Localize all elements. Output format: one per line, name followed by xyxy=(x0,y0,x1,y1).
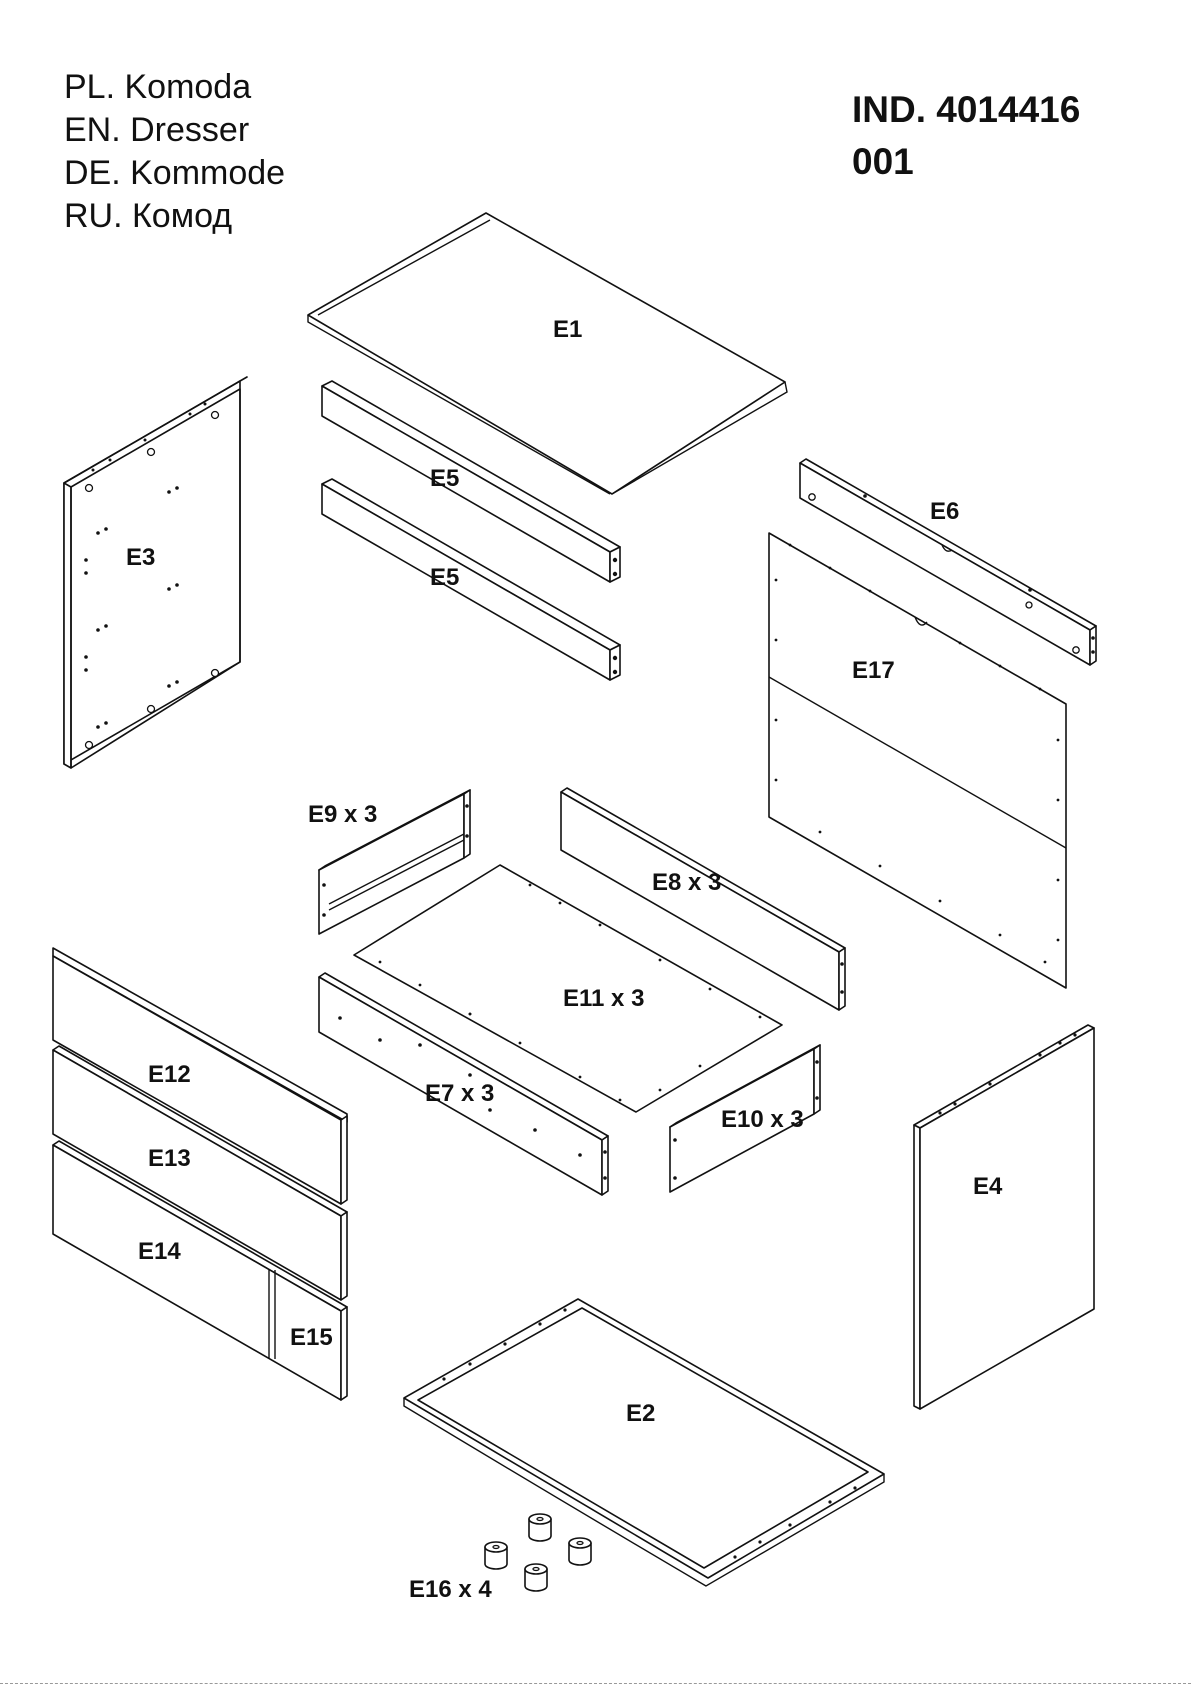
label-e3: E3 xyxy=(126,544,155,571)
label-e6: E6 xyxy=(930,498,959,525)
label-e8: E8 x 3 xyxy=(652,869,721,896)
label-e9: E9 x 3 xyxy=(308,801,377,828)
label-e14: E14 xyxy=(138,1238,181,1265)
part-e2-bottom-panel: E2 xyxy=(404,1299,884,1586)
label-e1: E1 xyxy=(553,316,582,343)
foot-4 xyxy=(525,1564,547,1591)
part-e4-right-side: E4 xyxy=(914,1025,1094,1409)
label-e17: E17 xyxy=(852,657,895,684)
label-e13: E13 xyxy=(148,1145,191,1172)
foot-1 xyxy=(529,1514,551,1541)
label-e5-upper: E5 xyxy=(430,465,459,492)
part-e1-top: E1 xyxy=(308,213,787,494)
part-e16-feet: E16 x 4 xyxy=(409,1514,591,1603)
page-edge-line xyxy=(0,1683,1191,1684)
label-e5-lower: E5 xyxy=(430,564,459,591)
part-e5-lower-rail: E5 xyxy=(322,479,620,680)
label-e7: E7 x 3 xyxy=(425,1080,494,1107)
label-e4: E4 xyxy=(973,1173,1003,1200)
part-e3-left-side: E3 xyxy=(64,377,247,768)
label-e2: E2 xyxy=(626,1400,655,1427)
label-e12: E12 xyxy=(148,1061,191,1088)
foot-3 xyxy=(569,1538,591,1565)
label-e15: E15 xyxy=(290,1324,333,1351)
label-e16: E16 x 4 xyxy=(409,1576,492,1603)
label-e10: E10 x 3 xyxy=(721,1106,804,1133)
label-e11: E11 x 3 xyxy=(563,985,644,1012)
foot-2 xyxy=(485,1542,507,1569)
